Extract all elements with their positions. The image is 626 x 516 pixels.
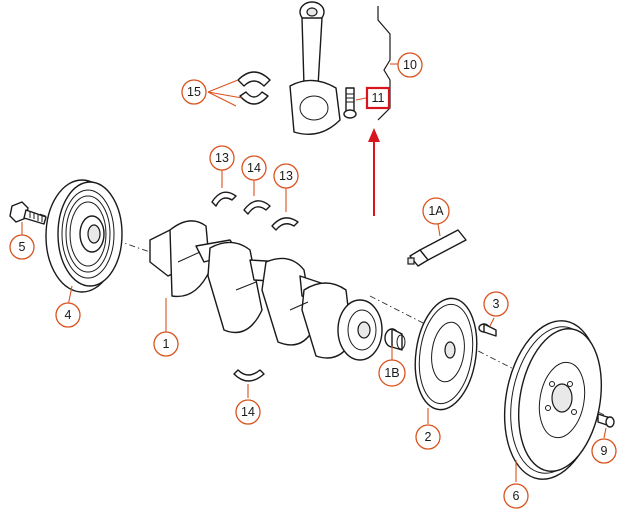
callout-6[interactable]: 6	[503, 483, 529, 509]
svg-text:2: 2	[425, 430, 432, 444]
drive-plate-bolt	[478, 323, 497, 337]
svg-text:15: 15	[187, 85, 201, 99]
svg-text:13: 13	[279, 169, 293, 183]
svg-text:1A: 1A	[428, 204, 444, 218]
callout-2[interactable]: 2	[415, 424, 441, 450]
highlight-arrow	[368, 128, 380, 216]
svg-text:1: 1	[163, 337, 170, 351]
callout-1B[interactable]: 1B	[378, 359, 406, 387]
callout-1A[interactable]: 1A	[422, 197, 450, 225]
callout-4[interactable]: 4	[55, 302, 81, 328]
svg-text:6: 6	[513, 489, 520, 503]
pulley-bolt	[9, 201, 47, 225]
callout-14-lower[interactable]: 14	[235, 399, 261, 425]
connecting-rod	[289, 1, 341, 135]
svg-text:10: 10	[403, 58, 417, 72]
crankshaft	[149, 220, 383, 361]
svg-text:4: 4	[65, 308, 72, 322]
sealant-tube	[407, 229, 467, 267]
thrust-washer-left	[211, 191, 237, 207]
thrust-washer-right	[271, 217, 299, 231]
drive-plate	[414, 297, 478, 411]
svg-text:3: 3	[493, 297, 500, 311]
callout-13-left[interactable]: 13	[209, 145, 235, 171]
flywheel-bolt	[597, 413, 615, 428]
callout-14-upper[interactable]: 14	[241, 155, 267, 181]
connecting-rod-bolt	[343, 87, 357, 119]
flywheel	[503, 320, 603, 480]
connecting-rod-bearing-shells	[237, 71, 271, 105]
main-bearing-shell-lower	[233, 369, 265, 382]
svg-text:13: 13	[215, 151, 229, 165]
svg-text:9: 9	[601, 444, 608, 458]
svg-text:1B: 1B	[384, 366, 399, 380]
leader-lines	[21, 63, 607, 482]
callout-5[interactable]: 5	[9, 234, 35, 260]
callout-13-right[interactable]: 13	[273, 163, 299, 189]
svg-text:5: 5	[19, 240, 26, 254]
callout-1[interactable]: 1	[153, 331, 179, 357]
svg-text:14: 14	[241, 405, 255, 419]
callout-9[interactable]: 9	[591, 438, 617, 464]
svg-text:14: 14	[247, 161, 261, 175]
main-bearing-shell-upper	[243, 200, 271, 215]
center-axis-rear	[369, 295, 611, 419]
callout-11-highlighted[interactable]: 11	[365, 86, 391, 110]
svg-text:11: 11	[372, 91, 385, 105]
callout-10[interactable]: 10	[397, 52, 423, 78]
callout-3[interactable]: 3	[483, 291, 509, 317]
callout-15[interactable]: 15	[181, 79, 207, 105]
pilot-bearing	[384, 328, 406, 351]
crankshaft-pulley	[45, 179, 123, 293]
